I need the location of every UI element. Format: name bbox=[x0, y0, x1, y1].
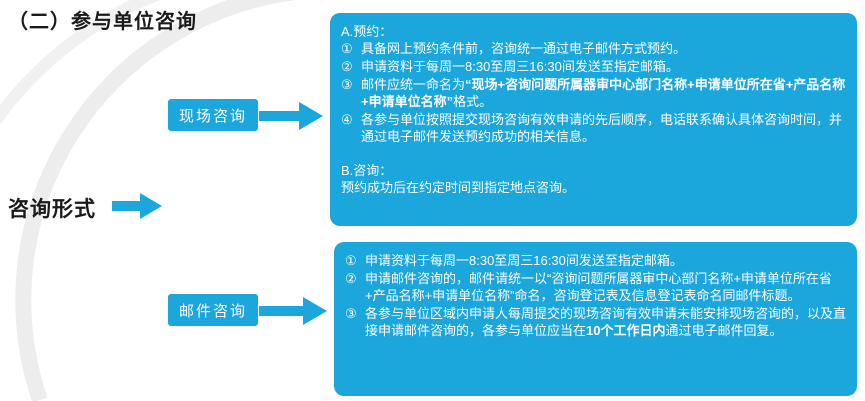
right-arrow-icon bbox=[112, 193, 162, 219]
node-onsite-consultation: 现场咨询 bbox=[168, 99, 258, 131]
section-a-header: A.预约： bbox=[341, 24, 393, 39]
node-email-label: 邮件咨询 bbox=[178, 302, 247, 320]
right-arrow-icon bbox=[259, 297, 327, 325]
section-b-header: B.咨询： bbox=[341, 163, 393, 178]
flow-root-label: 咨询形式 bbox=[8, 198, 96, 221]
right-arrow-icon bbox=[259, 102, 323, 130]
page-title: （二）参与单位咨询 bbox=[8, 11, 197, 33]
node-email-consultation: 邮件咨询 bbox=[168, 294, 258, 326]
node-onsite-label: 现场咨询 bbox=[178, 107, 247, 125]
section-b-text: 预约成功后在约定时间到指定地点咨询。 bbox=[341, 180, 576, 195]
